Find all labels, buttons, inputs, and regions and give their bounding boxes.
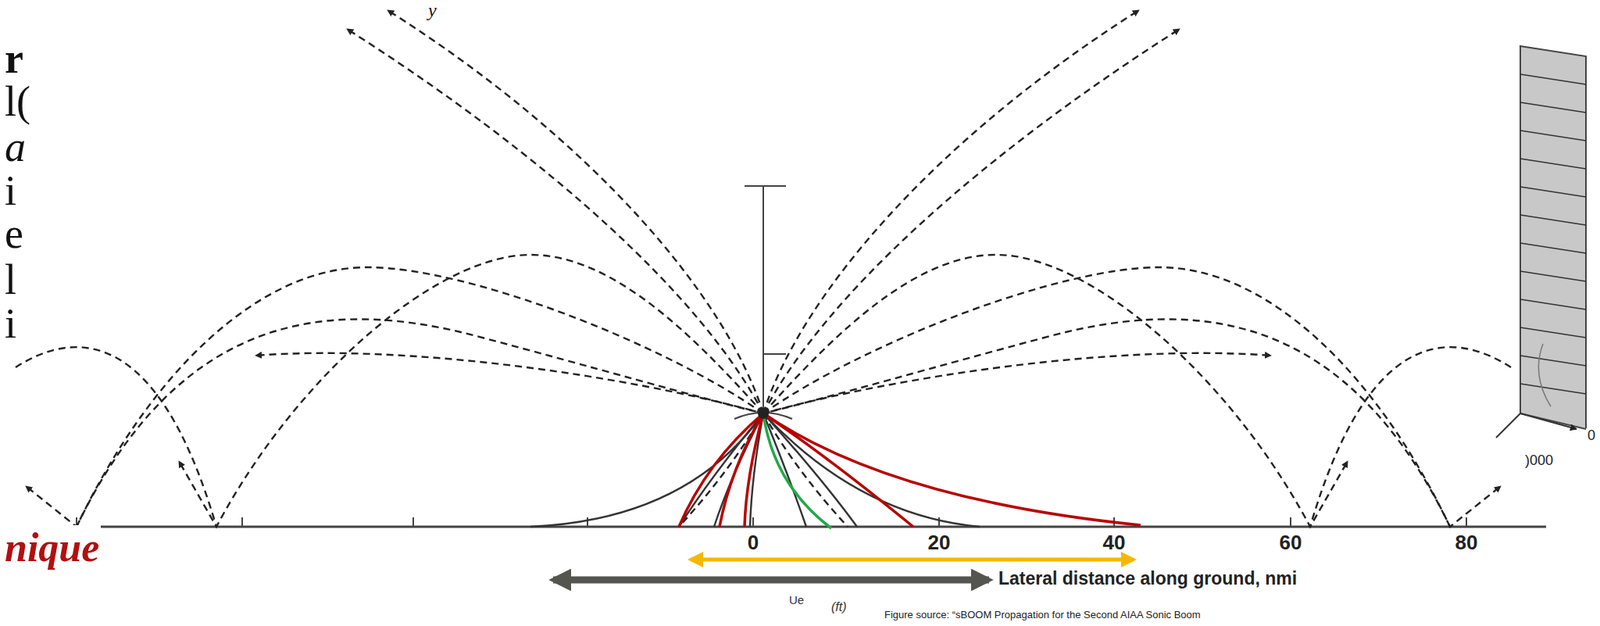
cut-text-fragment: l — [3, 257, 18, 304]
figure-source: Figure source: “sBOOM Propagation for th… — [884, 609, 1201, 621]
axis-unit: (ft) — [831, 600, 847, 615]
axis-ticks — [76, 517, 1467, 527]
cut-heading-word: nique — [3, 525, 101, 570]
cut-text-fragment: l( — [3, 78, 33, 125]
panel-axis-label: 0 — [1585, 428, 1597, 444]
cut-text-fragment: i — [3, 300, 18, 347]
altitude-staff — [734, 185, 793, 419]
cut-heading-letter: r — [3, 35, 25, 83]
cut-text-fragment: a — [3, 124, 28, 171]
cut-text-fragment: i — [3, 167, 18, 215]
ground-rays — [530, 413, 980, 527]
altitude-panel — [1496, 46, 1586, 438]
axis-tick-label: 60 — [1279, 531, 1303, 554]
axis-tick-label: 80 — [1455, 531, 1479, 554]
axis-tick-label: 40 — [1103, 531, 1126, 554]
cut-text-fragment: e — [3, 210, 25, 258]
cut-axis-label: Ue — [789, 593, 804, 608]
cut-title-letter: y — [428, 0, 437, 21]
axis-title: Lateral distance along ground, nmi — [996, 568, 1299, 589]
red-rays — [678, 413, 1141, 527]
axis-tick-label: 20 — [928, 531, 951, 554]
ray-paths-left — [15, 10, 764, 527]
panel-axis-label: )000 — [1523, 453, 1555, 469]
yellow-range-arrow — [690, 557, 1134, 562]
axis-tick-label: 0 — [747, 531, 759, 554]
ground-line — [15, 525, 1547, 529]
aircraft-dot — [757, 407, 769, 419]
green-ray — [763, 413, 832, 529]
ray-paths-right — [763, 10, 1511, 527]
grey-range-arrow — [553, 576, 990, 584]
